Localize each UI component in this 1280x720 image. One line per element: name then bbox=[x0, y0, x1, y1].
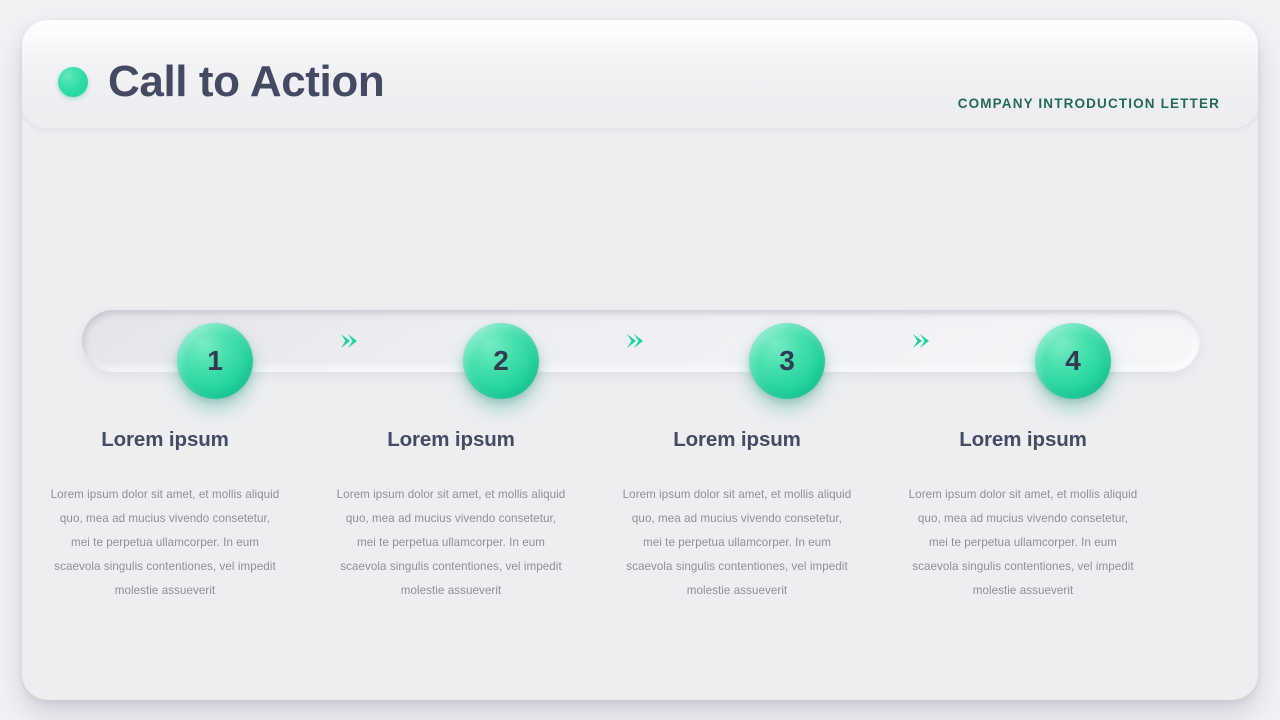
step-body-2: Lorem ipsum dolor sit amet, et mollis al… bbox=[336, 487, 566, 597]
step-title-2: Lorem ipsum bbox=[387, 428, 515, 451]
step-number-3: 3 bbox=[779, 344, 795, 376]
chevron-right-icon-3[interactable] bbox=[910, 330, 932, 352]
step-column-4: Lorem ipsum Lorem ipsum dolor sit amet, … bbox=[880, 428, 1166, 603]
slide-card: Call to Action COMPANY INTRODUCTION LETT… bbox=[22, 20, 1258, 700]
step-column-1: Lorem ipsum Lorem ipsum dolor sit amet, … bbox=[22, 428, 308, 603]
step-number-4: 4 bbox=[1065, 344, 1081, 376]
header-eyebrow-label: COMPANY INTRODUCTION LETTER bbox=[957, 96, 1220, 111]
chevron-right-icon-1[interactable] bbox=[338, 330, 360, 352]
step-title-1: Lorem ipsum bbox=[101, 428, 229, 451]
step-circle-3[interactable]: 3 bbox=[749, 323, 825, 399]
stepper-nodes: 1 2 3 4 bbox=[22, 20, 1258, 700]
step-title-4: Lorem ipsum bbox=[959, 428, 1087, 451]
title-group: Call to Action bbox=[58, 57, 385, 106]
bullet-dot-icon bbox=[58, 67, 88, 97]
step-circle-2[interactable]: 2 bbox=[463, 323, 539, 399]
step-description-columns: Lorem ipsum Lorem ipsum dolor sit amet, … bbox=[22, 428, 1258, 603]
step-column-3: Lorem ipsum Lorem ipsum dolor sit amet, … bbox=[594, 428, 880, 603]
step-circle-4[interactable]: 4 bbox=[1035, 323, 1111, 399]
page-title: Call to Action bbox=[108, 57, 385, 106]
slide-header: Call to Action COMPANY INTRODUCTION LETT… bbox=[22, 20, 1258, 128]
step-number-2: 2 bbox=[493, 344, 509, 376]
step-column-2: Lorem ipsum Lorem ipsum dolor sit amet, … bbox=[308, 428, 594, 603]
step-title-3: Lorem ipsum bbox=[673, 428, 801, 451]
step-body-3: Lorem ipsum dolor sit amet, et mollis al… bbox=[622, 487, 852, 597]
step-circle-1[interactable]: 1 bbox=[177, 323, 253, 399]
step-body-1: Lorem ipsum dolor sit amet, et mollis al… bbox=[50, 487, 280, 597]
step-number-1: 1 bbox=[207, 344, 223, 376]
step-body-4: Lorem ipsum dolor sit amet, et mollis al… bbox=[908, 487, 1138, 597]
chevron-right-icon-2[interactable] bbox=[624, 330, 646, 352]
